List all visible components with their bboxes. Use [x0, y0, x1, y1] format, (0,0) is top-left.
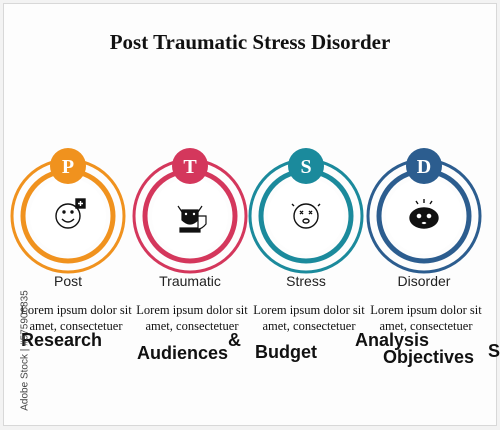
- item-p-desc-line2: amet, consectetuer: [29, 319, 123, 333]
- item-d-desc-line2: amet, consectetuer: [379, 319, 473, 333]
- item-s-description: Lorem ipsum dolor sit amet, consectetuer: [250, 302, 368, 334]
- item-p-letter-disc: [50, 148, 86, 184]
- item-p-letter: P: [62, 156, 74, 178]
- overlay-budget: Budget: [255, 342, 317, 362]
- devil-with-shield-icon: [177, 205, 207, 233]
- item-d-letter-disc: [406, 148, 442, 184]
- item-s-letter: S: [300, 156, 311, 178]
- item-p-description: Lorem ipsum dolor sit amet, consectetuer: [17, 302, 135, 334]
- item-d-desc-line1: Lorem ipsum dolor sit: [370, 303, 482, 317]
- item-p-desc-line1: Lorem ipsum dolor sit: [20, 303, 132, 317]
- overlay-s: S: [488, 341, 500, 361]
- item-t-desc-line1: Lorem ipsum dolor sit: [136, 303, 248, 317]
- item-t-graphic: [132, 148, 248, 274]
- item-s-label: Stress: [286, 273, 326, 289]
- item-s-letter-disc: [288, 148, 324, 184]
- anxious-face-icon: [409, 199, 439, 229]
- item-t-desc-line2: amet, consectetuer: [145, 319, 239, 333]
- item-p-label: Post: [53, 273, 82, 289]
- infographic-title: Post Traumatic Stress Disorder: [109, 30, 391, 54]
- item-d-letter: D: [417, 156, 431, 178]
- item-t-letter-disc: [172, 148, 208, 184]
- overlay-ampersand: &: [228, 330, 241, 350]
- stressed-face-icon: [291, 203, 321, 229]
- overlay-objectives: Objectives: [383, 347, 475, 367]
- stock-id-strip: Adobe Stock | #575906835: [3, 280, 31, 430]
- item-t-label: Traumatic: [159, 273, 221, 289]
- item-t-letter: T: [183, 156, 197, 178]
- item-t-description: Lorem ipsum dolor sit amet, consectetuer: [133, 302, 251, 334]
- overlay-analysis: Analysis: [355, 330, 430, 350]
- overlay-audiences: Audiences: [137, 343, 229, 363]
- item-d-graphic: [366, 148, 482, 274]
- stock-id-text: Adobe Stock | #575906835: [19, 290, 31, 411]
- overlay-research: Research: [21, 330, 103, 350]
- item-d-label: Disorder: [397, 273, 451, 289]
- item-s-desc-line1: Lorem ipsum dolor sit: [253, 303, 365, 317]
- smiling-face-with-medical-cross-icon: [55, 198, 86, 229]
- item-p-graphic: [10, 148, 126, 274]
- item-s-graphic: [248, 148, 364, 274]
- item-s-icon-disc: [268, 178, 344, 254]
- item-p-icon-disc: [30, 178, 106, 254]
- item-s-desc-line2: amet, consectetuer: [262, 319, 356, 333]
- item-d-description: Lorem ipsum dolor sit amet, consectetuer: [367, 302, 485, 334]
